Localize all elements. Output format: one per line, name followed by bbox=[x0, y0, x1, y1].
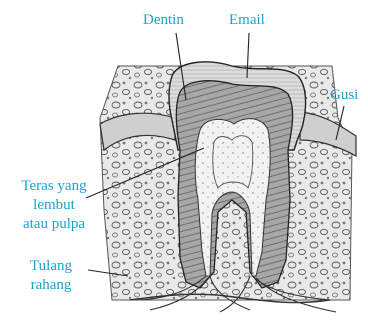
label-email: Email bbox=[229, 11, 265, 30]
label-pulp-line1: Teras yang bbox=[4, 177, 104, 196]
label-pulp-line3: atau pulpa bbox=[4, 215, 104, 234]
label-dentin: Dentin bbox=[143, 11, 184, 30]
label-pulp: Teras yang lembut atau pulpa bbox=[4, 177, 104, 234]
label-pulp-line2: lembut bbox=[4, 196, 104, 215]
label-gusi: Gusi bbox=[330, 86, 358, 105]
label-bone-line1: Tulang bbox=[12, 257, 90, 276]
label-bone-line2: rahang bbox=[12, 276, 90, 295]
label-jaw-bone: Tulang rahang bbox=[12, 257, 90, 295]
